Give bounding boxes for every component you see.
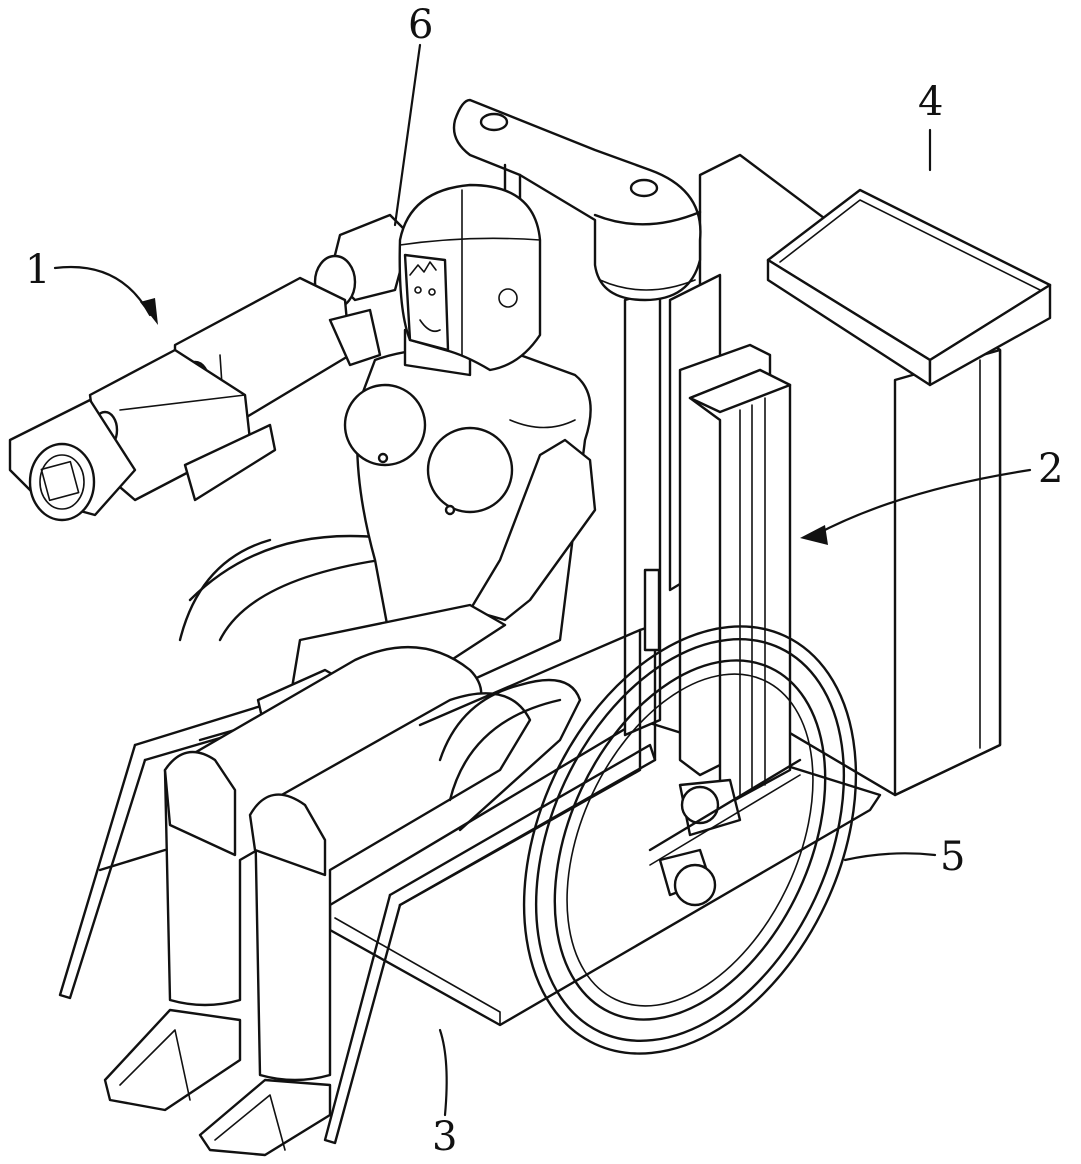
robot-arm (8, 213, 412, 522)
leader-5 (843, 852, 937, 862)
leader-2 (813, 468, 1032, 537)
label-4: 4 (918, 79, 943, 125)
arrowhead-2 (800, 525, 828, 545)
reference-numerals: 1 2 3 4 5 6 (25, 2, 1063, 1160)
arrowhead-1 (140, 298, 158, 325)
label-1: 1 (25, 247, 50, 293)
large-wheel (522, 625, 858, 1055)
label-3: 3 (432, 1114, 457, 1160)
overhead-arm (452, 98, 702, 302)
leader-6 (393, 43, 422, 227)
leader-lines (53, 43, 1032, 1117)
lifting-column (623, 273, 792, 802)
wheel-mechanism (648, 758, 802, 907)
seated-dummy (103, 183, 597, 1157)
leader-3 (438, 1028, 448, 1117)
wheelchair-frame-right (323, 568, 661, 1145)
leader-1 (53, 265, 152, 317)
label-5: 5 (940, 834, 965, 880)
label-2: 2 (1038, 446, 1063, 492)
label-6: 6 (408, 2, 433, 48)
